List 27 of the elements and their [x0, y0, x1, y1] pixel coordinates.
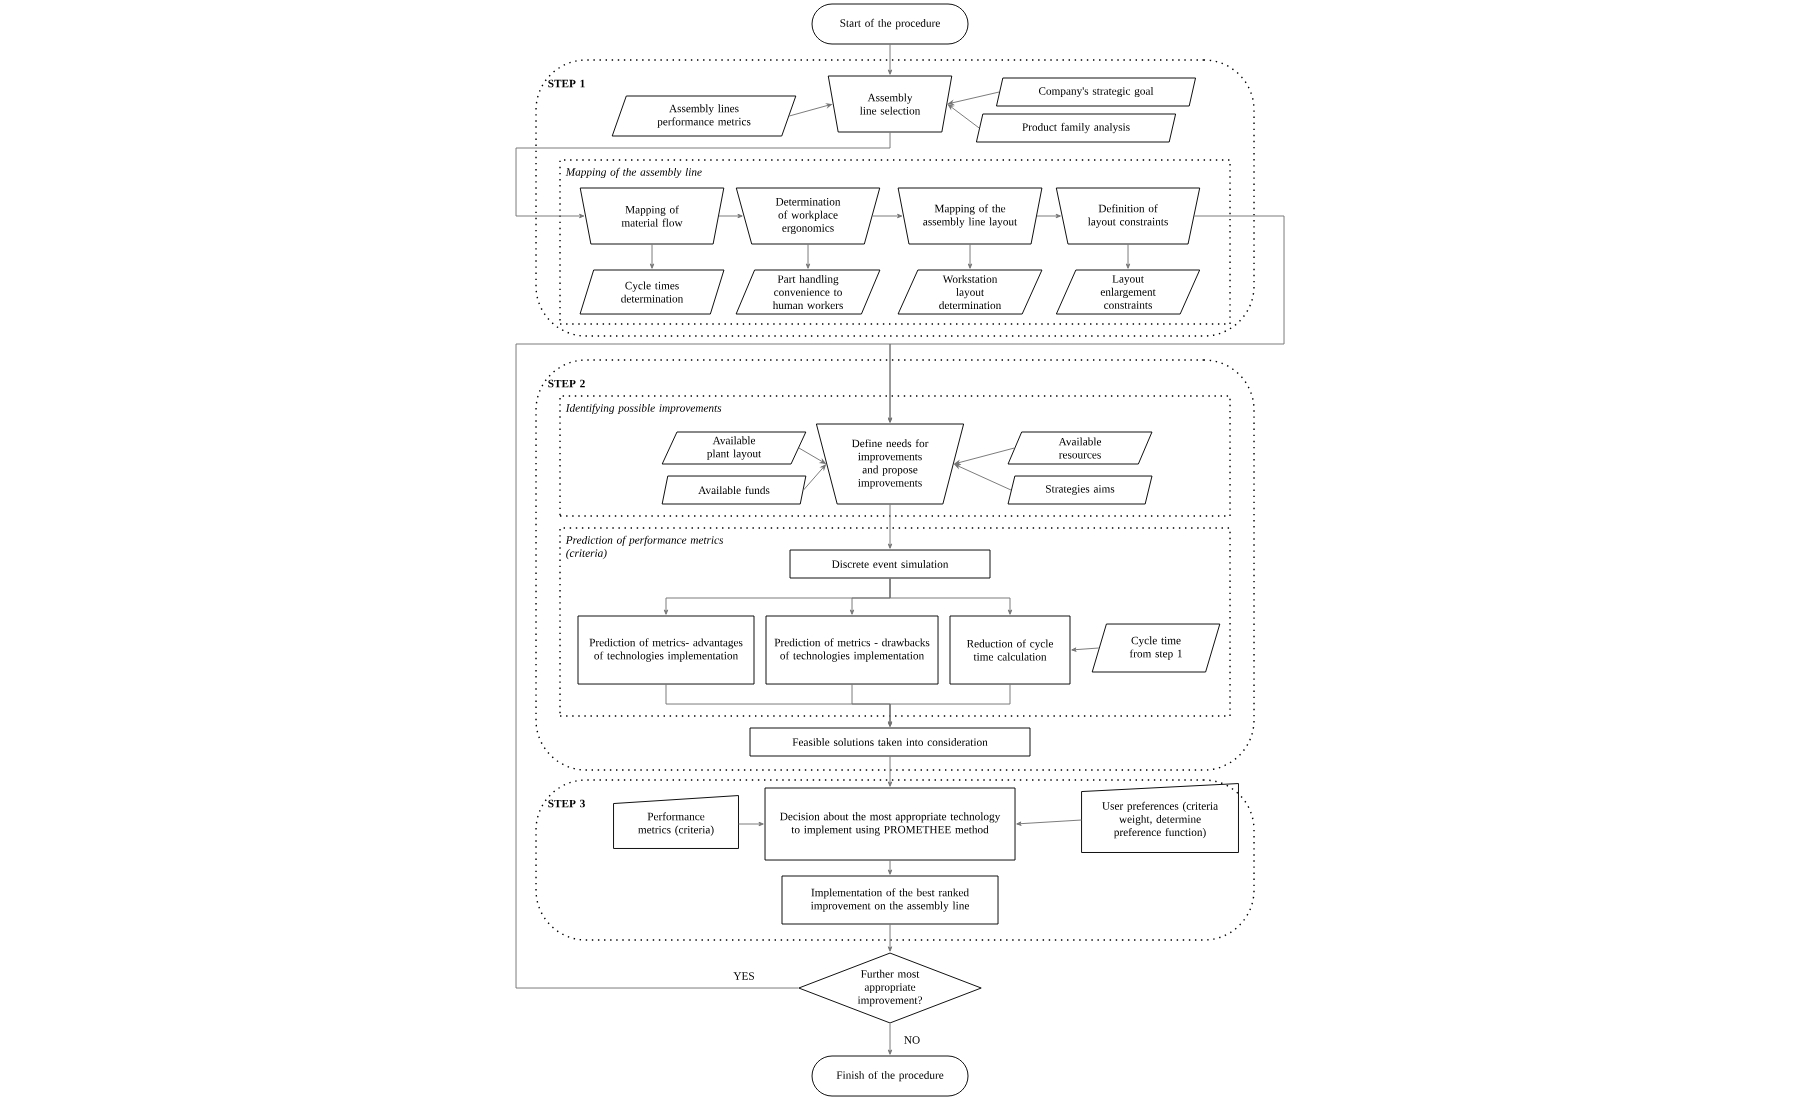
arrow [803, 464, 826, 491]
arrow [887, 924, 893, 952]
arrow [887, 1023, 893, 1055]
arrow [1071, 647, 1100, 652]
arrow [967, 244, 973, 269]
arrow [889, 578, 1013, 615]
arrow [1125, 244, 1131, 269]
arrow [887, 756, 893, 787]
arrow [887, 504, 893, 549]
arrow [948, 91, 1000, 105]
arrow [738, 821, 764, 827]
arrow [954, 464, 1012, 491]
arrow [887, 44, 893, 75]
arrow [515, 132, 891, 219]
arrow [805, 244, 811, 269]
arrow [947, 104, 980, 129]
arrow [887, 860, 893, 875]
arrow [887, 684, 1011, 727]
arrow [798, 447, 826, 464]
arrow [1016, 819, 1082, 826]
arrow [1036, 213, 1061, 219]
arrow [788, 103, 832, 117]
arrow [872, 213, 903, 219]
arrow [718, 213, 743, 219]
arrow [954, 447, 1015, 465]
arrow [649, 244, 655, 269]
arrow [515, 343, 893, 989]
